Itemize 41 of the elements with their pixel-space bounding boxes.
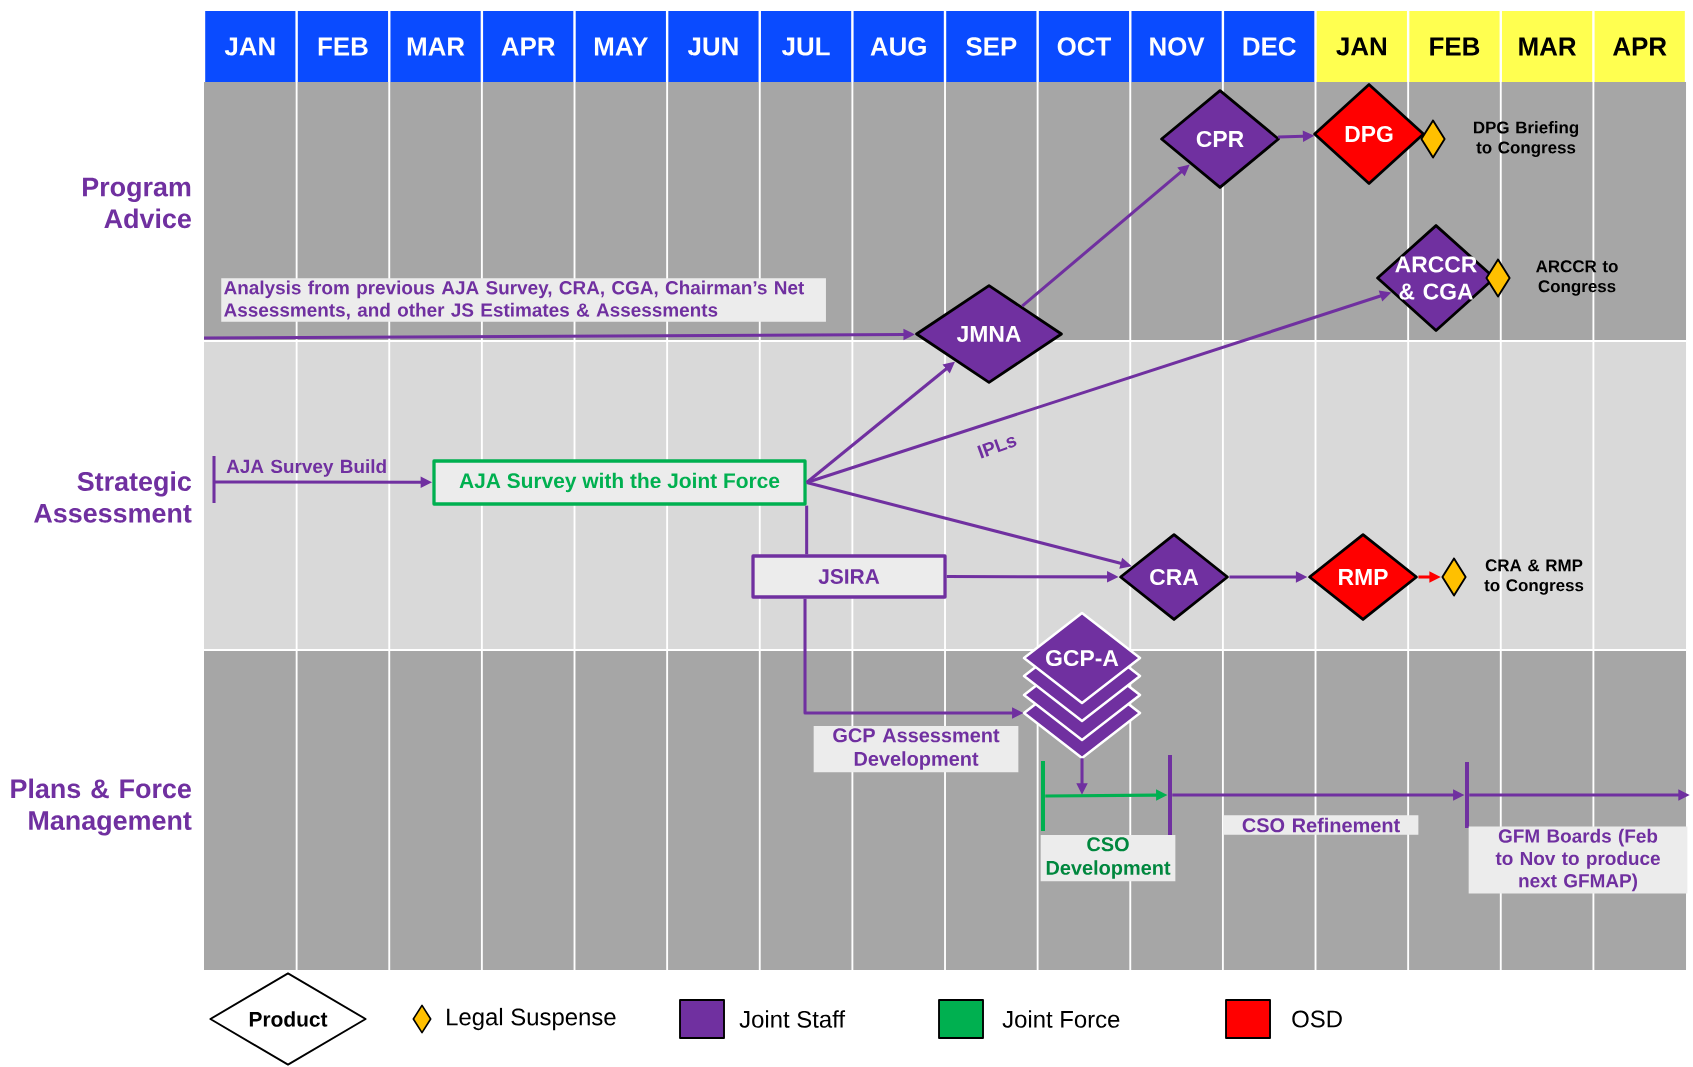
edge-label: AJA Survey Build [226, 459, 386, 477]
annotation-text: DPG Briefing to Congress [1474, 121, 1579, 157]
legend-label: Legal Suspense [447, 1007, 616, 1031]
month-header-cell: AUG [853, 11, 944, 82]
month-header-cell: SEP [946, 11, 1037, 82]
edge-label: Analysis from previous AJA Survey, CRA, CGA, Chairman’s Net Assessments, and other JS Estimates & Assessments [221, 278, 826, 322]
month-header-cell: APR [483, 11, 574, 82]
month-header-cell: MAR [1501, 11, 1593, 82]
timeline-tick [1041, 761, 1045, 831]
connector-line [805, 505, 809, 555]
annotation-text: CRA & RMP to Congress [1484, 559, 1584, 595]
legend-label: Joint Staff [739, 1010, 846, 1028]
edge-label: CSO Refinement [1223, 815, 1419, 835]
row-label: Plans & Force Management [11, 778, 192, 836]
month-header-cell: APR [1594, 11, 1685, 82]
row-label: Program Advice [83, 177, 191, 229]
row-label: Strategic Assessment [34, 471, 192, 523]
month-header-cell: MAR [390, 11, 481, 82]
edge-label: GCP Assessment Development [813, 725, 1019, 773]
month-header-cell: DEC [1224, 11, 1315, 82]
month-header-cell: FEB [297, 11, 389, 82]
product-stack: GCP-A [1022, 611, 1142, 760]
timeline-tick [1168, 755, 1172, 835]
month-header-cell: OCT [1038, 11, 1130, 82]
edge-label: CSO Development [1040, 834, 1176, 882]
legend-label: OSD [1292, 1010, 1342, 1028]
month-header-cell: MAY [575, 11, 666, 82]
timeline-tick [1465, 762, 1469, 828]
edge-label: IPLs [977, 437, 1017, 459]
month-header-cell: JUL [760, 11, 852, 82]
month-header-cell: JAN [1316, 11, 1407, 82]
month-header-cell: JUN [668, 11, 759, 82]
edge-label: GFM Boards (Feb to Nov to produce next GFMAP) [1468, 826, 1688, 894]
annotation-text: ARCCR to Congress [1536, 260, 1618, 296]
month-header-cell: JAN [205, 11, 296, 82]
process-box: JSIRA [751, 554, 947, 599]
legend-label: Joint Force [1002, 1010, 1120, 1028]
month-header-cell: NOV [1131, 11, 1222, 82]
node-label: GCP-A [1046, 649, 1119, 667]
month-header-cell: FEB [1409, 11, 1500, 82]
process-box: AJA Survey with the Joint Force [432, 459, 807, 506]
